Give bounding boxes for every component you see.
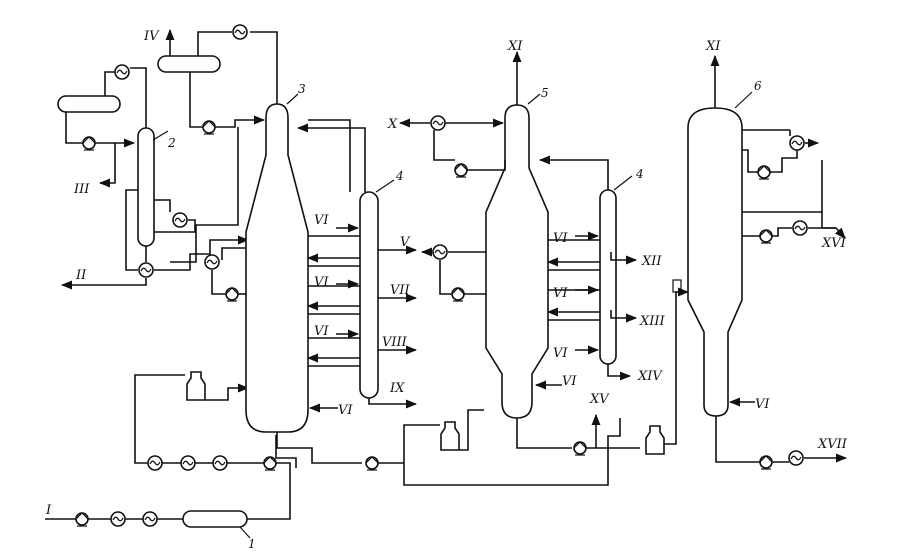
stripper-4-left-vessel <box>359 191 379 399</box>
desalter-drum-icon <box>186 371 206 401</box>
column-2: 2 III II <box>57 64 250 290</box>
column-3-bottoms-pump-icon <box>365 456 379 471</box>
column-5: 5 XI X VI XV <box>387 39 640 486</box>
stream-label-IV: IV <box>143 29 160 44</box>
column-6: 6 XI XVI VI XVII <box>645 39 848 470</box>
unit-label-1: 1 <box>248 537 256 551</box>
stream-label-XIV: XIV <box>637 369 663 384</box>
column-6-feed-drum-icon <box>645 425 665 455</box>
feed-pump-icon <box>75 512 89 527</box>
unit-label-6: 6 <box>754 79 762 93</box>
unit-label-2: 2 <box>167 136 176 150</box>
stream-label-III: III <box>73 182 90 197</box>
unit-label-4-a: 4 <box>395 169 404 183</box>
column-3-condenser-icon <box>232 24 248 40</box>
column-2-condenser-icon <box>114 64 130 80</box>
stream-label-XI-b: XI <box>705 39 721 54</box>
column-3-reflux-pump-icon <box>202 120 216 135</box>
column-5-reflux-pump-icon <box>454 163 468 178</box>
stream-label-XI-a: XI <box>507 39 523 54</box>
stream-label-V: V <box>400 235 411 250</box>
column-2-reboiler-icon <box>172 212 188 228</box>
furnace-1 <box>182 510 248 528</box>
column-3-pumparound-hx-icon <box>204 254 220 270</box>
column-2-reflux-pump-icon <box>82 136 96 151</box>
preheat-hx-2-icon <box>180 455 196 471</box>
stream-label-VI-b: VI <box>314 213 329 228</box>
stream-label-VI-c: VI <box>314 275 329 290</box>
unit-label-5: 5 <box>541 86 549 100</box>
column-6-vessel <box>687 107 743 417</box>
stream-label-VI-f: VI <box>553 231 568 246</box>
column-6-upper-pump-icon <box>757 165 771 180</box>
column-5-bottoms-pump-icon <box>573 441 587 456</box>
column-5-pumparound-hx-icon <box>432 244 448 260</box>
stream-label-VI-h: VI <box>553 346 568 361</box>
column-5-vessel <box>485 104 549 419</box>
preheat-pump-icon <box>263 456 277 471</box>
stream-label-XV: XV <box>589 392 610 407</box>
column-2-bottoms-hx-icon <box>138 262 154 278</box>
column-3-pumparound-pump-icon <box>225 287 239 302</box>
stream-label-XII: XII <box>641 254 662 269</box>
stripper-4-right-vessel <box>599 189 617 365</box>
stream-label-X: X <box>387 117 398 132</box>
column-6-bottoms-hx-icon <box>788 450 804 466</box>
stream-label-XIII: XIII <box>639 314 666 329</box>
stream-label-VI-a: VI <box>338 403 353 418</box>
stream-label-VI-d: VI <box>314 324 329 339</box>
column-2-reflux-drum <box>57 95 121 113</box>
stream-label-VI-i: VI <box>755 397 770 412</box>
stream-label-XVII: XVII <box>817 437 848 452</box>
unit-label-4-b: 4 <box>635 167 644 181</box>
column-5-feed-drum-icon <box>440 421 460 451</box>
feed-heat-exchanger-1-icon <box>110 511 126 527</box>
preheat-train <box>134 371 297 471</box>
stream-label-VII: VII <box>390 283 411 298</box>
column-3-vessel <box>245 103 309 433</box>
stream-label-VI-g: VI <box>553 286 568 301</box>
column-6-upper-hx-icon <box>789 135 805 151</box>
preheat-hx-3-icon <box>212 455 228 471</box>
column-3: 3 IV VI <box>143 24 404 471</box>
column-6-lower-hx-icon <box>792 220 808 236</box>
stream-label-IX: IX <box>389 381 405 396</box>
stripper-4-right: 4 VI VI VI XII XIII XIV <box>538 155 666 384</box>
stream-label-VI-e: VI <box>562 374 577 389</box>
feed-heat-exchanger-2-icon <box>142 511 158 527</box>
stripper-4-left: 4 VI VI VI V VII VIII IX <box>296 119 418 409</box>
stream-label-I: I <box>45 503 52 518</box>
column-3-reflux-drum <box>157 55 221 73</box>
column-6-bottoms-pump-icon <box>759 455 773 470</box>
column-6-lower-pump-icon <box>759 229 773 244</box>
column-5-condenser-icon <box>430 115 446 131</box>
column-2-vessel <box>137 127 155 247</box>
unit-label-3: 3 <box>298 82 306 96</box>
stream-label-II: II <box>75 268 87 283</box>
stream-label-XVI: XVI <box>821 236 847 251</box>
feed-line: 1 I <box>45 470 291 551</box>
column-5-pumparound-pump-icon <box>451 287 465 302</box>
stream-label-VIII: VIII <box>382 335 408 350</box>
preheat-hx-1-icon <box>147 455 163 471</box>
